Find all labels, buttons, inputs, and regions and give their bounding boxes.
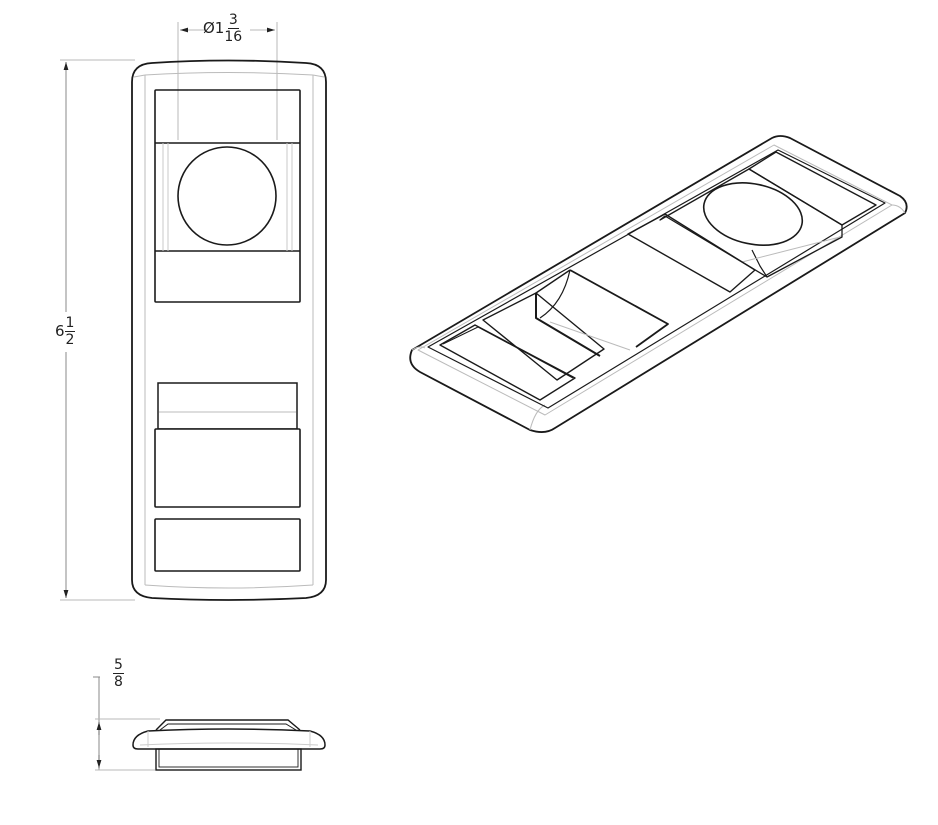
isometric-view	[409, 135, 908, 433]
depth-denominator: 8	[114, 674, 123, 690]
side-view	[93, 676, 326, 771]
depth-numerator: 5	[113, 657, 124, 674]
height-whole: 6	[55, 322, 65, 340]
diameter-numerator: 3	[227, 12, 239, 29]
height-numerator: 1	[64, 315, 76, 332]
diameter-denominator: 16	[224, 29, 243, 45]
diameter-prefix: Ø1	[203, 19, 225, 37]
height-denominator: 2	[65, 332, 75, 348]
front-view	[60, 22, 327, 601]
